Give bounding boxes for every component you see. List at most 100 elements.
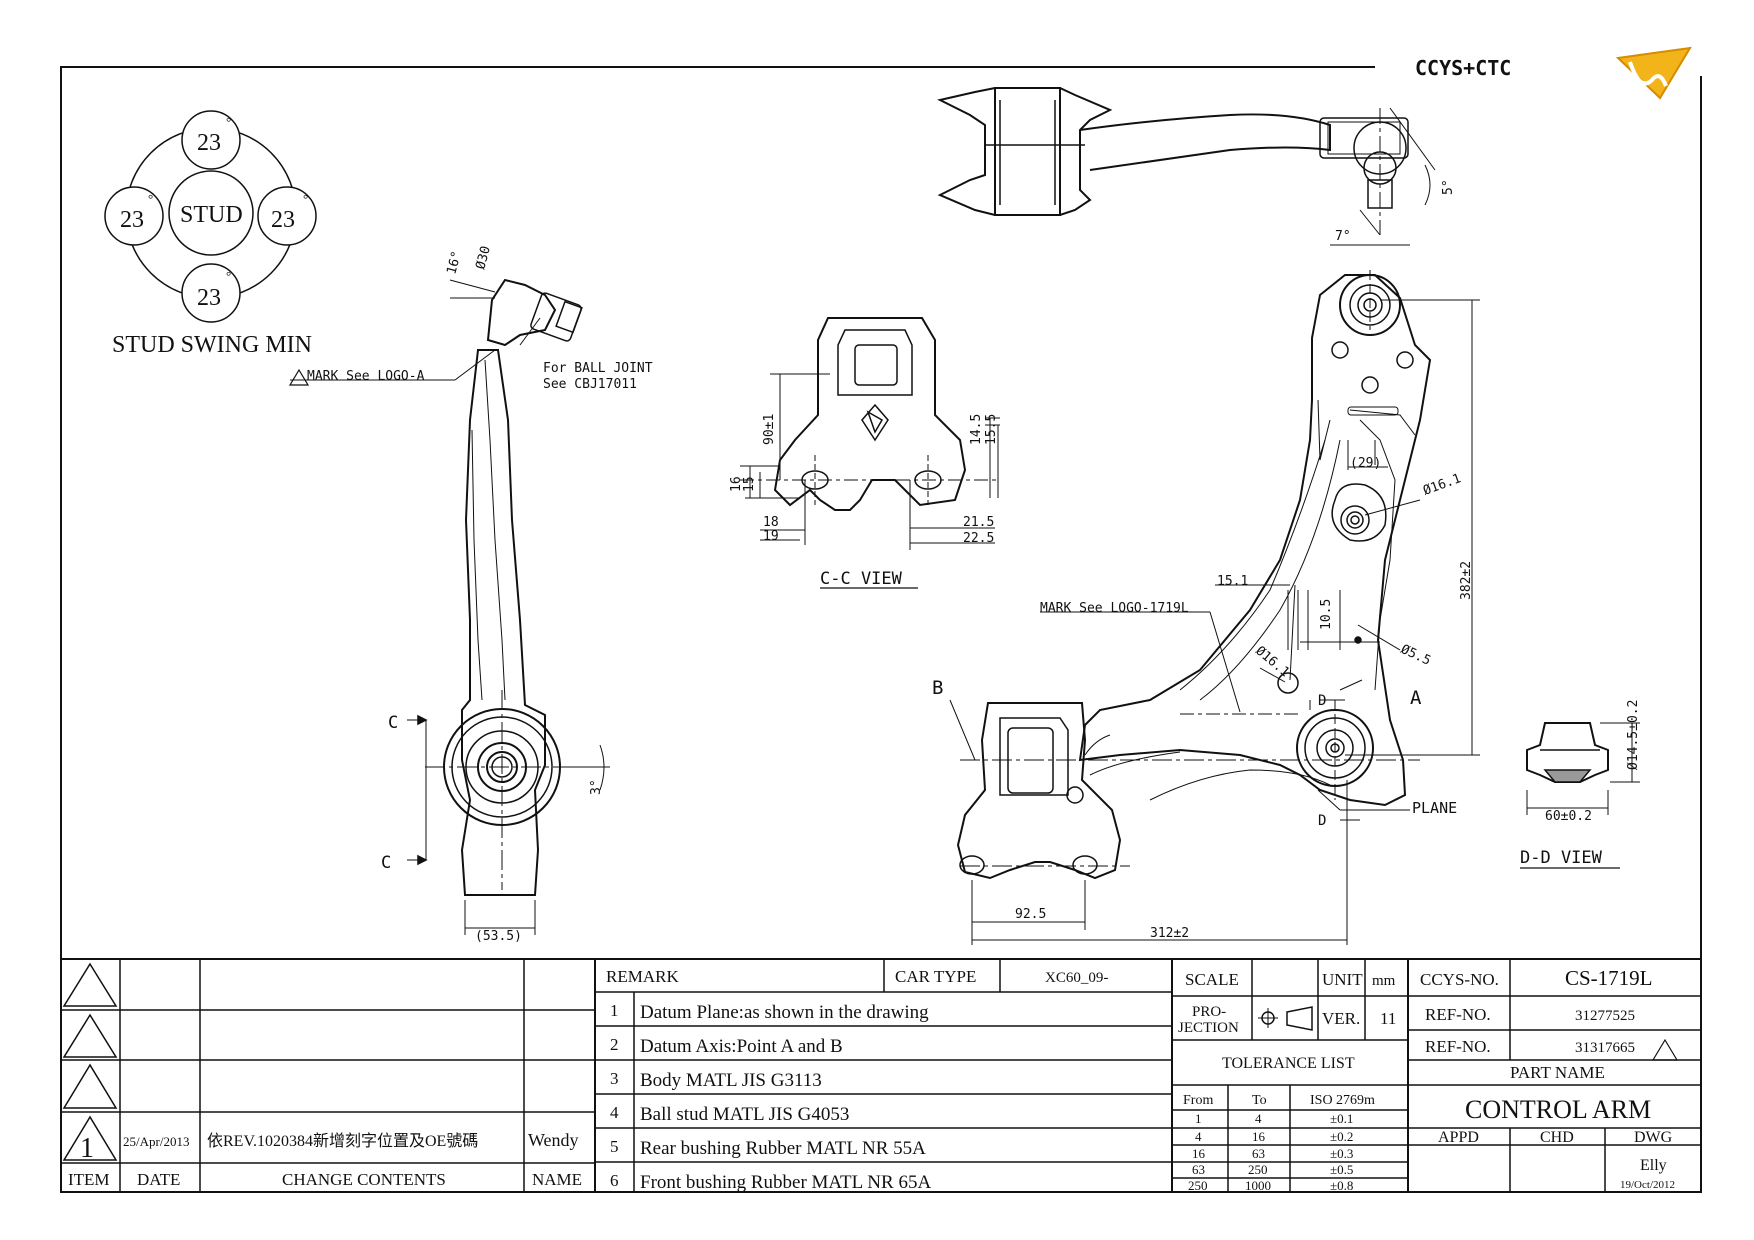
title-block (61, 958, 1701, 1192)
drawn-date: 19/Oct/2012 (1620, 1179, 1675, 1191)
main-dim-10-5: 10.5 (1319, 599, 1334, 630)
ref-number-1: 31277525 (1575, 1008, 1635, 1024)
top-angle-5: 5° (1441, 179, 1456, 195)
tol-to-2: 16 (1252, 1129, 1266, 1144)
degree-mark: ° (148, 191, 153, 206)
cc-dim-15-5: 15.5 (984, 414, 999, 445)
tol-from-1: 1 (1195, 1111, 1202, 1126)
tol-to-3: 63 (1252, 1146, 1265, 1161)
brand-logo-text: CCYS+CTC (1415, 56, 1511, 80)
drawing-frame (60, 66, 1702, 1193)
remark-text-2: Datum Axis:Point A and B (640, 1036, 843, 1057)
revision-name: Wendy (528, 1130, 579, 1150)
cc-dim-19: 19 (763, 529, 779, 544)
unit-value: mm (1372, 973, 1396, 989)
tol-from-3: 16 (1192, 1146, 1206, 1161)
datum-plane-label: PLANE (1412, 799, 1457, 817)
tol-val-1: ±0.1 (1330, 1111, 1353, 1126)
main-dim-15-1: 15.1 (1217, 574, 1248, 589)
stud-center-label: STUD (180, 202, 243, 228)
cc-dim-22-5: 22.5 (963, 531, 994, 546)
main-dim-382: 382±2 (1459, 561, 1474, 600)
cc-dim-21-5: 21.5 (963, 515, 994, 530)
tol-val-4: ±0.5 (1330, 1162, 1353, 1177)
revision-contents: 依REV.1020384新增刻字位置及OE號碼 (207, 1132, 478, 1150)
unit-label: UNIT (1322, 970, 1363, 989)
cc-dim-16: 16 (729, 476, 744, 492)
remark-no-6: 6 (610, 1171, 619, 1190)
header-name: NAME (532, 1170, 582, 1189)
side-dia-30: Ø30 (473, 244, 494, 271)
remark-text-1: Datum Plane:as shown in the drawing (640, 1002, 929, 1023)
remark-header: REMARK (606, 967, 679, 986)
stud-angle-bottom: 23 (197, 285, 221, 311)
tol-val-3: ±0.3 (1330, 1146, 1353, 1161)
side-angle-16: 16° (444, 249, 465, 276)
main-dia-16-1-upper: Ø16.1 (1421, 471, 1463, 498)
tol-to-5: 1000 (1245, 1178, 1271, 1193)
dd-dim-14-5: Ø14.5±0.2 (1626, 700, 1641, 770)
cc-dim-14-5: 14.5 (969, 414, 984, 445)
ref-label-2: REF-NO. (1425, 1037, 1491, 1056)
header-item: ITEM (68, 1170, 110, 1189)
header-date: DATE (137, 1170, 180, 1189)
degree-mark: ° (226, 114, 231, 129)
top-view (937, 87, 1436, 246)
remark-no-4: 4 (610, 1103, 619, 1122)
tol-from-2: 4 (1195, 1129, 1202, 1144)
side-angle-3: 3° (589, 779, 604, 795)
side-dim-53-5: (53.5) (475, 929, 522, 944)
remark-text-3: Body MATL JIS G3113 (640, 1070, 822, 1091)
remark-text-6: Front bushing Rubber MATL NR 65A (640, 1172, 931, 1193)
tol-header-to: To (1252, 1093, 1267, 1108)
dd-view (1520, 722, 1640, 869)
section-c-top: C (388, 713, 398, 733)
projection-label-2: JECTION (1178, 1020, 1239, 1036)
ver-value: 11 (1380, 1009, 1396, 1028)
tol-from-4: 63 (1192, 1162, 1205, 1177)
appd-label: APPD (1438, 1129, 1479, 1146)
top-angle-7: 7° (1335, 229, 1351, 244)
ref-number-2: 31317665 (1575, 1040, 1635, 1056)
scale-label: SCALE (1185, 970, 1239, 989)
part-name: CONTROL ARM (1465, 1095, 1651, 1124)
stud-swing-diagram: 23 23 23 23 ° ° ° ° STUD STUD SWING MIN (104, 110, 317, 358)
remark-text-4: Ball stud MATL JIS G4053 (640, 1104, 849, 1125)
cc-view-title: C-C VIEW (820, 569, 903, 589)
car-type-value: XC60_09- (1045, 970, 1108, 986)
cc-dim-90: 90±1 (762, 414, 777, 445)
main-dim-312: 312±2 (1150, 926, 1189, 941)
main-mark-note: MARK See LOGO-1719L (1040, 601, 1189, 616)
stud-angle-right: 23 (271, 207, 295, 233)
remark-no-1: 1 (610, 1001, 619, 1020)
tol-header-from: From (1183, 1093, 1213, 1108)
ccys-number: CS-1719L (1565, 966, 1653, 990)
ver-label: VER. (1322, 1009, 1360, 1028)
tol-from-5: 250 (1188, 1178, 1208, 1193)
brand-logo: CCYS+CTC (1415, 46, 1692, 100)
stud-angle-top: 23 (197, 130, 221, 156)
stud-swing-caption: STUD SWING MIN (112, 332, 312, 358)
chd-label: CHD (1540, 1129, 1574, 1146)
dd-view-title: D-D VIEW (1520, 848, 1603, 868)
degree-mark: ° (226, 268, 231, 283)
tol-val-5: ±0.8 (1330, 1178, 1353, 1193)
section-d-bottom: D (1318, 813, 1326, 829)
tol-to-4: 250 (1248, 1162, 1268, 1177)
part-name-label: PART NAME (1510, 1063, 1605, 1082)
side-view (288, 278, 610, 935)
car-type-label: CAR TYPE (895, 967, 976, 986)
remark-text-5: Rear bushing Rubber MATL NR 55A (640, 1138, 926, 1159)
main-view (949, 270, 1480, 945)
ball-joint-note-1: For BALL JOINT (543, 361, 653, 376)
datum-point-b: B (932, 677, 943, 699)
main-dia-5-5: Ø5.5 (1398, 642, 1433, 669)
main-dim-29: (29) (1350, 456, 1381, 471)
stud-angle-left: 23 (120, 207, 144, 233)
side-mark-note: MARK See LOGO-A (307, 369, 425, 384)
drawn-by: Elly (1640, 1157, 1667, 1174)
tol-header-iso: ISO 2769m (1310, 1093, 1375, 1108)
tol-to-1: 4 (1255, 1111, 1262, 1126)
tol-val-2: ±0.2 (1330, 1129, 1353, 1144)
